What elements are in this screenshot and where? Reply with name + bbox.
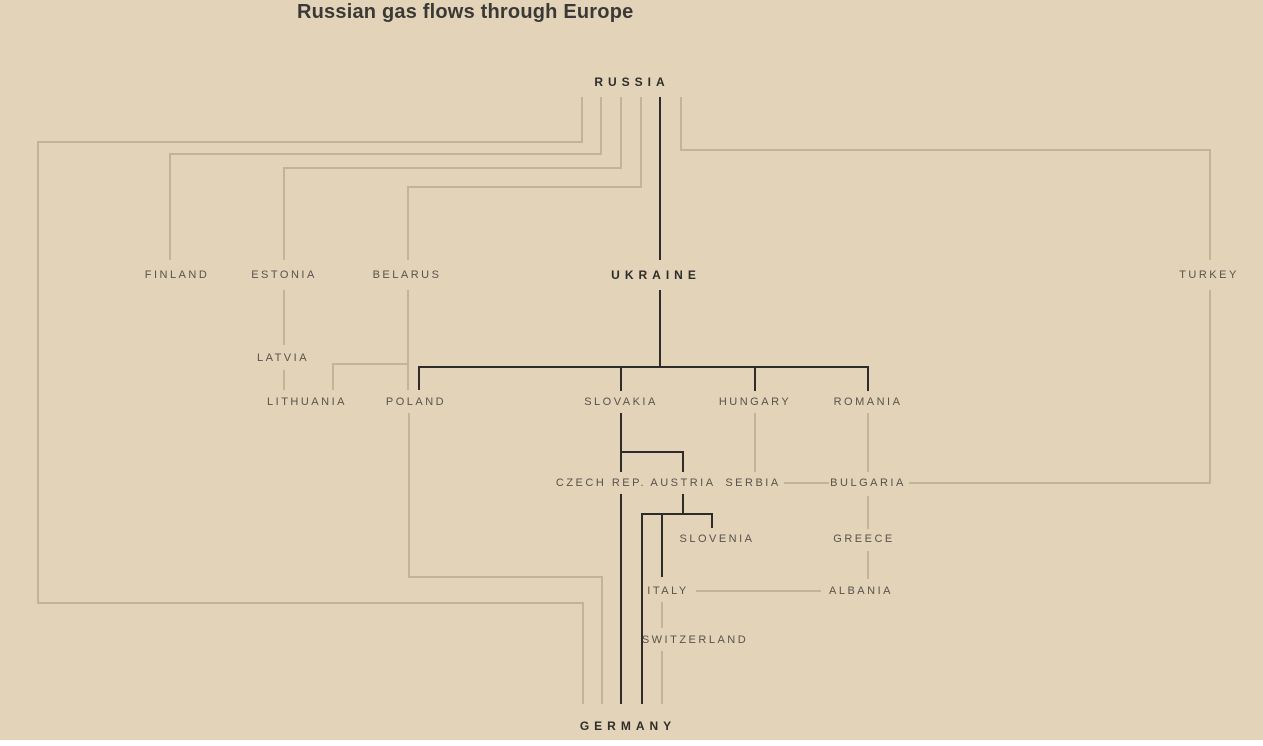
pipeline-greece-albania [867, 551, 869, 579]
pipeline-austria-germany [641, 513, 643, 704]
node-ukraine: UKRAINE [611, 268, 701, 282]
pipeline-switzerland-germany [661, 651, 663, 704]
node-latvia: LATVIA [256, 352, 310, 364]
pipeline-russia-germany-direct [37, 602, 584, 604]
node-turkey: TURKEY [1179, 269, 1239, 281]
node-poland: POLAND [385, 396, 447, 408]
pipeline-bus-hungary [754, 366, 756, 391]
pipeline-belarus-poland [407, 290, 409, 390]
pipeline-hungary-serbia [754, 413, 756, 472]
pipeline-austria-split [682, 494, 684, 515]
node-slovakia: SLOVAKIA [584, 396, 658, 408]
pipeline-russia-finland [169, 153, 171, 260]
node-bulgaria: BULGARIA [830, 477, 906, 489]
pipeline-russia-belarus [407, 186, 409, 260]
pipeline-russia-germany-direct [581, 97, 583, 143]
pipeline-distribution-bus [418, 366, 869, 368]
node-estonia: ESTONIA [251, 269, 317, 281]
node-switzerland: SWITZERLAND [641, 634, 749, 646]
pipeline-bus-slovakia [620, 366, 622, 391]
pipeline-ukraine-bus [659, 290, 661, 368]
pipeline-slovakia-czech [620, 413, 622, 472]
node-czech-rep: CZECH REP. [555, 477, 647, 489]
node-albania: ALBANIA [829, 585, 893, 597]
pipeline-bulgaria-turkey [1209, 290, 1211, 484]
pipeline-belarus-lithuania [332, 363, 334, 390]
pipeline-russia-belarus [640, 97, 642, 188]
pipeline-russia-germany-direct [582, 602, 584, 704]
node-austria: AUSTRIA [650, 477, 716, 489]
pipeline-czech-germany [620, 494, 622, 704]
node-slovenia: SLOVENIA [679, 533, 755, 545]
pipeline-bulgaria-greece [867, 496, 869, 529]
pipeline-russia-estonia [283, 167, 622, 169]
node-lithuania: LITHUANIA [267, 396, 347, 408]
pipeline-russia-estonia [283, 167, 285, 260]
pipeline-slovakia-austria [682, 451, 684, 472]
node-finland: FINLAND [144, 269, 210, 281]
node-greece: GREECE [833, 533, 895, 545]
pipeline-russia-germany-direct [37, 141, 583, 143]
pipeline-russia-finland [169, 153, 602, 155]
node-serbia: SERBIA [725, 477, 781, 489]
pipeline-russia-belarus [407, 186, 642, 188]
node-russia: RUSSIA [594, 75, 670, 89]
chart-title: Russian gas flows through Europe [297, 1, 634, 23]
pipeline-russia-germany-direct [37, 141, 39, 604]
pipeline-russia-ukraine [659, 97, 661, 260]
pipeline-serbia-bulgaria [784, 482, 829, 484]
pipeline-russia-turkey [680, 149, 1211, 151]
pipeline-bus-poland [418, 366, 420, 390]
node-italy: ITALY [647, 585, 689, 597]
pipeline-romania-bulgaria [867, 413, 869, 472]
pipeline-slovakia-austria [620, 451, 684, 453]
node-germany: GERMANY [579, 719, 677, 733]
pipeline-russia-turkey [1209, 149, 1211, 260]
pipeline-russia-estonia [620, 97, 622, 169]
pipeline-italy-switzerland [661, 602, 663, 628]
pipeline-estonia-latvia [283, 290, 285, 345]
pipeline-split-bar [641, 513, 713, 515]
pipeline-austria-italy [661, 513, 663, 577]
node-hungary: HUNGARY [718, 396, 792, 408]
pipeline-italy-albania [696, 590, 821, 592]
pipeline-latvia-lithuania [283, 370, 285, 390]
pipeline-bulgaria-turkey [909, 482, 1211, 484]
node-belarus: BELARUS [372, 269, 442, 281]
pipeline-bus-romania [867, 366, 869, 391]
pipeline-poland-germany [601, 576, 603, 704]
node-romania: ROMANIA [833, 396, 903, 408]
pipeline-poland-germany [408, 413, 410, 578]
pipeline-poland-germany [408, 576, 603, 578]
pipeline-austria-slovenia [711, 513, 713, 528]
pipeline-russia-finland [600, 97, 602, 155]
pipeline-belarus-lithuania [332, 363, 409, 365]
pipeline-russia-turkey [680, 97, 682, 151]
